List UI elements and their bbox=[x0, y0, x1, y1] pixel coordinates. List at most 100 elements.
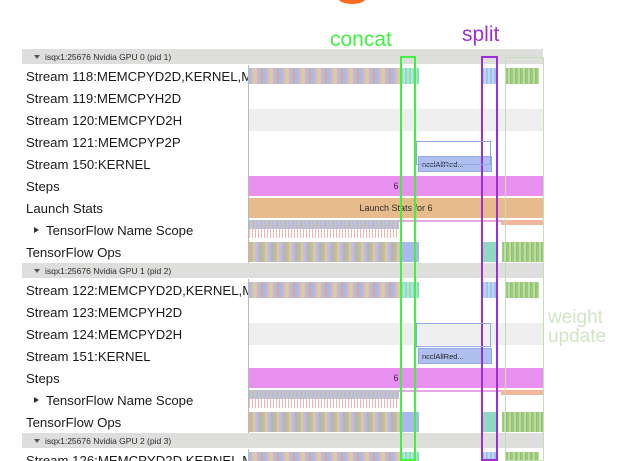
timeline-bar[interactable] bbox=[502, 242, 543, 262]
timeline-bar[interactable] bbox=[501, 220, 543, 225]
timeline-row[interactable]: Launch Stats Launch Stats for 6 bbox=[22, 197, 543, 219]
timeline-row[interactable]: TensorFlow Ops bbox=[22, 241, 543, 263]
group-header-gpu0[interactable]: isqx1:25676 Nvidia GPU 0 (pid 1) bbox=[22, 49, 543, 65]
timeline-row-label: Stream 124:MEMCPYD2H bbox=[22, 326, 248, 342]
bar-label: Launch Stats for 6 bbox=[359, 203, 433, 213]
timeline-row-label: Stream 120:MEMCPYD2H bbox=[22, 112, 248, 128]
timeline-bar[interactable] bbox=[401, 452, 419, 461]
timeline-track[interactable] bbox=[248, 449, 543, 461]
timeline-row-label: Steps bbox=[22, 370, 248, 386]
timeline-track[interactable] bbox=[248, 109, 543, 131]
timeline-bar[interactable] bbox=[249, 390, 399, 399]
timeline-bar[interactable] bbox=[249, 220, 399, 229]
timeline-bar[interactable] bbox=[482, 242, 498, 262]
group-header-label: isqx1:25676 Nvidia GPU 0 (pid 1) bbox=[45, 51, 172, 62]
timeline-track[interactable]: 6 bbox=[248, 175, 543, 197]
timeline-row[interactable]: TensorFlow Name Scope bbox=[22, 389, 543, 411]
timeline-track[interactable]: 6 bbox=[248, 367, 543, 389]
chevron-right-icon[interactable] bbox=[34, 397, 39, 403]
timeline-row-label-text: Stream 122:MEMCPYD2D,KERNEL,MI bbox=[26, 282, 248, 298]
timeline-track[interactable] bbox=[248, 279, 543, 301]
timeline-track[interactable]: ncclAllRed... bbox=[248, 153, 543, 175]
timeline-track[interactable] bbox=[248, 65, 543, 87]
timeline-track[interactable] bbox=[248, 411, 543, 433]
timeline-row[interactable]: Stream 123:MEMCPYH2D bbox=[22, 301, 543, 323]
annotation-concat: concat bbox=[330, 28, 392, 51]
timeline-bar[interactable] bbox=[249, 412, 401, 432]
timeline-bar[interactable] bbox=[249, 68, 401, 84]
timeline-row[interactable]: Steps 6 bbox=[22, 367, 543, 389]
group-rows: Stream 118:MEMCPYD2D,KERNEL,ME Stream 119… bbox=[22, 65, 543, 263]
timeline-bar[interactable] bbox=[401, 412, 419, 432]
timeline-row-label: Steps bbox=[22, 178, 248, 194]
timeline-row-label: Stream 119:MEMCPYH2D bbox=[22, 90, 248, 106]
timeline-row[interactable]: Stream 119:MEMCPYH2D bbox=[22, 87, 543, 109]
chevron-down-icon[interactable] bbox=[34, 268, 40, 273]
timeline-track[interactable] bbox=[248, 389, 543, 411]
timeline-bar[interactable] bbox=[399, 390, 543, 392]
timeline-track[interactable] bbox=[248, 301, 543, 323]
chevron-down-icon[interactable] bbox=[34, 438, 40, 443]
chevron-down-icon[interactable] bbox=[34, 54, 40, 59]
timeline-bar[interactable] bbox=[482, 68, 498, 84]
timeline-bar[interactable] bbox=[482, 452, 498, 461]
annotation-split: split bbox=[462, 23, 500, 46]
timeline-row[interactable]: Stream 150:KERNEL ncclAllRed... bbox=[22, 153, 543, 175]
timeline-track[interactable] bbox=[248, 323, 543, 345]
timeline-bar[interactable] bbox=[399, 220, 543, 222]
timeline-row[interactable]: TensorFlow Ops bbox=[22, 411, 543, 433]
orange-marker-icon bbox=[338, 0, 366, 4]
timeline-row-label-text: Stream 150:KERNEL bbox=[26, 156, 151, 172]
timeline-track[interactable]: Launch Stats for 6 bbox=[248, 197, 543, 219]
timeline-row-label-text: TensorFlow Ops bbox=[26, 414, 122, 430]
group-header-gpu1[interactable]: isqx1:25676 Nvidia GPU 1 (pid 2) bbox=[22, 263, 543, 279]
timeline-bar[interactable] bbox=[482, 412, 498, 432]
timeline-bar[interactable] bbox=[506, 68, 539, 84]
timeline-bar[interactable] bbox=[502, 412, 543, 432]
annotation-weight-update: weight update bbox=[548, 308, 606, 346]
timeline-bar[interactable] bbox=[249, 229, 399, 238]
timeline-track[interactable] bbox=[248, 87, 543, 109]
timeline-bar[interactable] bbox=[249, 282, 401, 298]
timeline-row-label: Stream 150:KERNEL bbox=[22, 156, 248, 172]
timeline-bar[interactable] bbox=[506, 282, 539, 298]
chevron-right-icon[interactable] bbox=[34, 227, 39, 233]
timeline-row[interactable]: Stream 118:MEMCPYD2D,KERNEL,ME bbox=[22, 65, 543, 87]
timeline-bar[interactable] bbox=[401, 282, 419, 298]
timeline-row[interactable]: Stream 120:MEMCPYD2H bbox=[22, 109, 543, 131]
nccl-allreduce-block[interactable]: ncclAllRed... bbox=[418, 156, 492, 172]
timeline-row[interactable]: Stream 126:MEMCPYD2D,KERNEL,MI bbox=[22, 449, 543, 461]
bar-label: 6 bbox=[393, 373, 399, 383]
group-header-gpu2[interactable]: isqx1:25676 Nvidia GPU 2 (pid 3) bbox=[22, 433, 543, 449]
timeline-row[interactable]: Stream 122:MEMCPYD2D,KERNEL,MI bbox=[22, 279, 543, 301]
timeline-bar[interactable] bbox=[401, 242, 419, 262]
nccl-allreduce-block[interactable]: ncclAllRed... bbox=[418, 348, 492, 364]
timeline-bar[interactable]: 6 bbox=[249, 368, 543, 388]
timeline-bar[interactable] bbox=[249, 452, 401, 461]
timeline-track[interactable] bbox=[248, 219, 543, 241]
timeline-track[interactable] bbox=[248, 241, 543, 263]
timeline-row-label-text: Stream 124:MEMCPYD2H bbox=[26, 326, 183, 342]
timeline-bar[interactable] bbox=[401, 68, 419, 84]
timeline-bar[interactable]: 6 bbox=[249, 176, 543, 196]
timeline-row-label: Stream 118:MEMCPYD2D,KERNEL,ME bbox=[22, 68, 248, 84]
timeline-row[interactable]: Stream 121:MEMCPYP2P bbox=[22, 131, 543, 153]
timeline-row-label: Stream 122:MEMCPYD2D,KERNEL,MI bbox=[22, 282, 248, 298]
timeline-bar[interactable] bbox=[249, 242, 401, 262]
timeline-bar[interactable] bbox=[249, 399, 399, 408]
timeline-row-label-text: Stream 119:MEMCPYH2D bbox=[26, 90, 182, 106]
timeline-row-label-text: Steps bbox=[26, 370, 60, 386]
timeline-row-label-text: Launch Stats bbox=[26, 200, 103, 216]
timeline-bar[interactable] bbox=[501, 390, 543, 395]
timeline-bar[interactable] bbox=[482, 282, 498, 298]
timeline-track[interactable]: ncclAllRed... bbox=[248, 345, 543, 367]
trace-timeline-panel[interactable]: isqx1:25676 Nvidia GPU 0 (pid 1) Stream 1… bbox=[22, 49, 543, 461]
timeline-row[interactable]: Stream 124:MEMCPYD2H bbox=[22, 323, 543, 345]
timeline-track[interactable] bbox=[248, 131, 543, 153]
timeline-bar[interactable]: Launch Stats for 6 bbox=[249, 198, 543, 218]
timeline-row[interactable]: TensorFlow Name Scope bbox=[22, 219, 543, 241]
timeline-bar[interactable] bbox=[506, 452, 539, 461]
